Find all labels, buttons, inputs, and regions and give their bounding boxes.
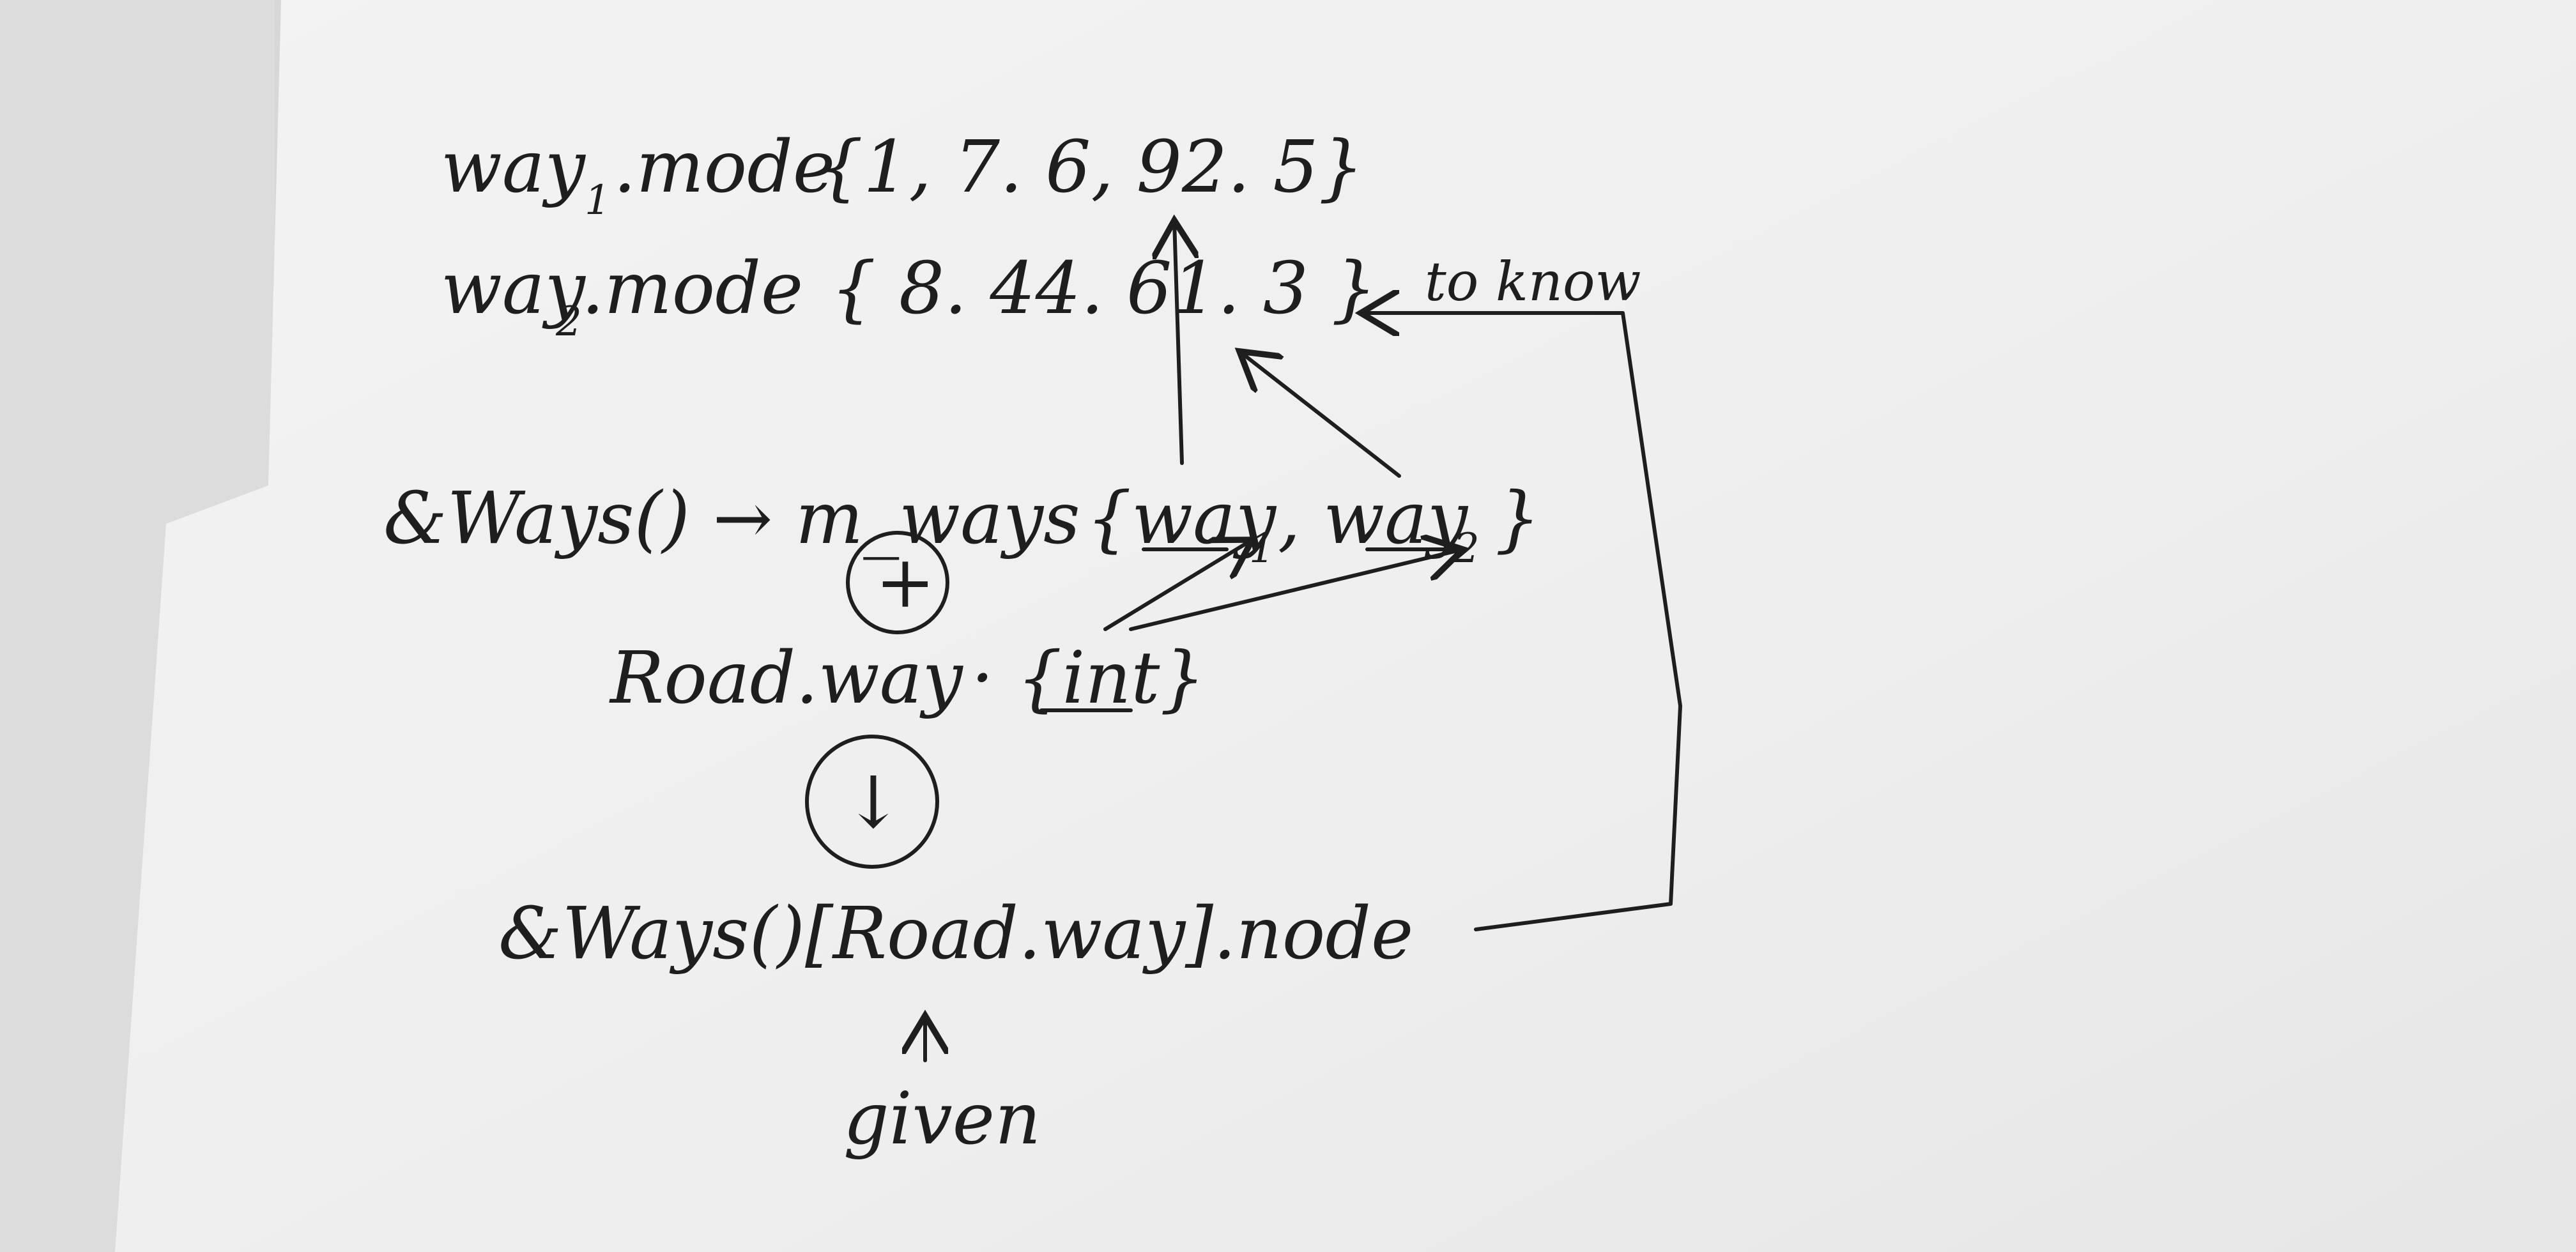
line5-text: &Ways()[Road.way].node [498,892,1413,975]
line3-text: &Ways() → m_ways [383,477,1080,560]
plus-symbol: + [875,541,935,624]
line3-set-close: } [1495,477,1540,560]
line4-text: Road.way [609,637,963,720]
paper-sheet [115,0,2576,1252]
arrow-int-to-way2 [1129,549,1463,631]
line1-subscript: 1 [585,177,611,224]
to-know-label: to know [1425,250,1641,313]
down-symbol: ↓ [843,761,903,844]
line2-subscript: 2 [555,298,582,346]
arrow-result-to-know [1361,313,1682,931]
given-label: given [843,1078,1041,1161]
line1-suffix: .mode [613,126,835,209]
down-circle-icon [805,735,939,869]
plus-circle-icon [846,531,949,634]
line1-prefix: way [441,126,586,209]
arrow-int-to-way1 [1103,540,1252,631]
line1-values: {1, 7. 6, 92. 5} [818,126,1364,209]
arrow-way1-to-node-list [1174,220,1182,465]
line2-suffix: .mode [581,247,803,330]
line4-set: · {int} [971,637,1206,720]
line2-values: { 8. 44. 61. 3 } [831,247,1377,330]
line2-prefix: way [441,247,586,330]
line3-sub1: 1 [1249,525,1275,572]
arrow-way2-to-node-list [1239,351,1401,478]
